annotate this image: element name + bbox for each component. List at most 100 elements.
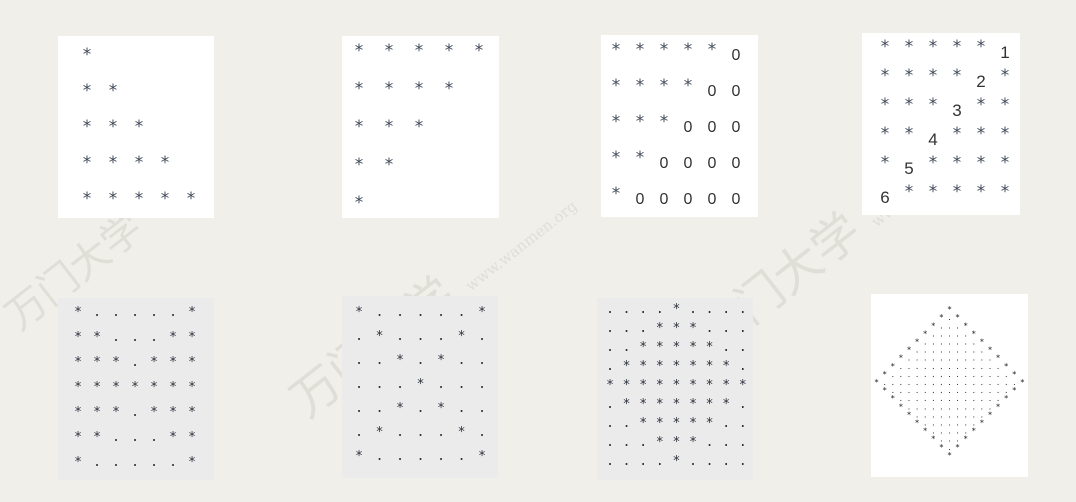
diamond-dot: . (923, 379, 927, 387)
star-cell: * (353, 41, 365, 61)
grid-dot: . (722, 454, 731, 469)
grid-dot: . (606, 302, 614, 317)
grid-star: * (705, 416, 714, 431)
diamond-dot: . (899, 395, 903, 403)
diamond-dot: . (939, 347, 943, 355)
diamond-star: * (907, 346, 912, 355)
grid-star: * (169, 380, 177, 395)
grid-dot: . (112, 430, 120, 445)
pattern-row: ***** (58, 189, 214, 209)
diamond-dot: . (915, 403, 919, 411)
diamond-dot: . (972, 395, 976, 403)
diamond-dot: . (964, 387, 968, 395)
star-cell: * (133, 189, 145, 209)
grid-star: * (150, 380, 158, 395)
star-cell: * (999, 124, 1011, 144)
diamond-star: * (947, 305, 952, 314)
grid-star: * (672, 416, 681, 431)
grid-dot: . (169, 305, 177, 320)
diamond-dot: . (947, 436, 951, 444)
diamond-dot: . (955, 436, 959, 444)
diamond-dot: . (931, 347, 935, 355)
grid-dot: . (639, 454, 648, 469)
diamond-dot: . (1004, 379, 1008, 387)
grid-dot: . (606, 397, 614, 412)
zero-cell: 0 (683, 191, 693, 208)
diamond-dot: . (980, 363, 984, 371)
grid-star: * (672, 378, 681, 393)
diamond-dot: . (988, 379, 992, 387)
grid-dot: . (689, 454, 697, 469)
pattern-panel-4: *****1****2****3****4****5****6***** (862, 33, 1020, 215)
diamond-dot: . (923, 363, 927, 371)
grid-dot: . (689, 302, 697, 317)
star-cell: * (81, 153, 93, 173)
grid-star: * (672, 359, 681, 374)
diamond-dot: . (907, 363, 911, 371)
grid-dot: . (375, 353, 384, 368)
star-cell: * (975, 37, 987, 57)
diamond-star: * (947, 451, 952, 460)
grid-dot: . (416, 353, 425, 368)
grid-star: * (169, 330, 177, 345)
dot-grid-panel-2: *.....*.*...*...*.*.....*.....*.*...*...… (342, 296, 498, 478)
diamond-dot: . (964, 379, 968, 387)
grid-dot: . (375, 305, 384, 320)
grid-dot: . (478, 353, 486, 368)
grid-star: * (74, 330, 82, 345)
star-cell: * (927, 66, 939, 86)
star-cell: * (133, 153, 145, 173)
grid-dot: . (606, 435, 614, 450)
diamond-dot: . (972, 379, 976, 387)
grid-dot: . (169, 455, 177, 470)
diamond-dot: . (955, 420, 959, 428)
diamond-dot: . (980, 355, 984, 363)
grid-dot: . (738, 416, 747, 431)
diamond-star: * (955, 313, 960, 322)
diamond-dot: . (931, 395, 935, 403)
grid-dot: . (355, 401, 363, 416)
diamond-dot: . (939, 428, 943, 436)
star-cell: * (682, 40, 694, 60)
star-cell: * (879, 66, 891, 86)
grid-dot: . (355, 329, 363, 344)
star-cell: * (903, 37, 915, 57)
diamond-dot: . (939, 411, 943, 419)
grid-star: * (188, 305, 196, 320)
diamond-dot: . (923, 420, 927, 428)
diamond-star: * (890, 394, 895, 403)
diamond-star: * (1004, 362, 1009, 371)
diamond-dot: . (980, 403, 984, 411)
grid-dot: . (396, 449, 404, 464)
star-cell: * (682, 76, 694, 96)
grid-star: * (74, 430, 82, 445)
grid-star: * (639, 397, 648, 412)
diamond-dot: . (972, 403, 976, 411)
diamond-dot: . (931, 379, 935, 387)
grid-star: * (672, 321, 681, 336)
grid-star: * (722, 378, 731, 393)
grid-dot: . (622, 454, 631, 469)
diamond-dot: . (947, 379, 951, 387)
diamond-dot: . (972, 363, 976, 371)
diamond-star: * (988, 346, 993, 355)
grid-star: * (355, 449, 363, 464)
diamond-dot: . (915, 363, 919, 371)
diamond-dot: . (955, 347, 959, 355)
star-cell: * (903, 124, 915, 144)
grid-star: * (705, 340, 714, 355)
zero-cell: 0 (707, 155, 717, 172)
grid-star: * (655, 378, 664, 393)
diamond-dot: . (972, 411, 976, 419)
zero-cell: 0 (731, 155, 741, 172)
grid-dot: . (150, 330, 158, 345)
diamond-dot: . (964, 355, 968, 363)
diamond-dot: . (955, 379, 959, 387)
star-cell: * (975, 124, 987, 144)
grid-dot: . (396, 329, 404, 344)
grid-star: * (150, 405, 158, 420)
grid-dot: . (622, 416, 631, 431)
grid-dot: . (131, 355, 139, 370)
diamond-dot: . (891, 371, 895, 379)
